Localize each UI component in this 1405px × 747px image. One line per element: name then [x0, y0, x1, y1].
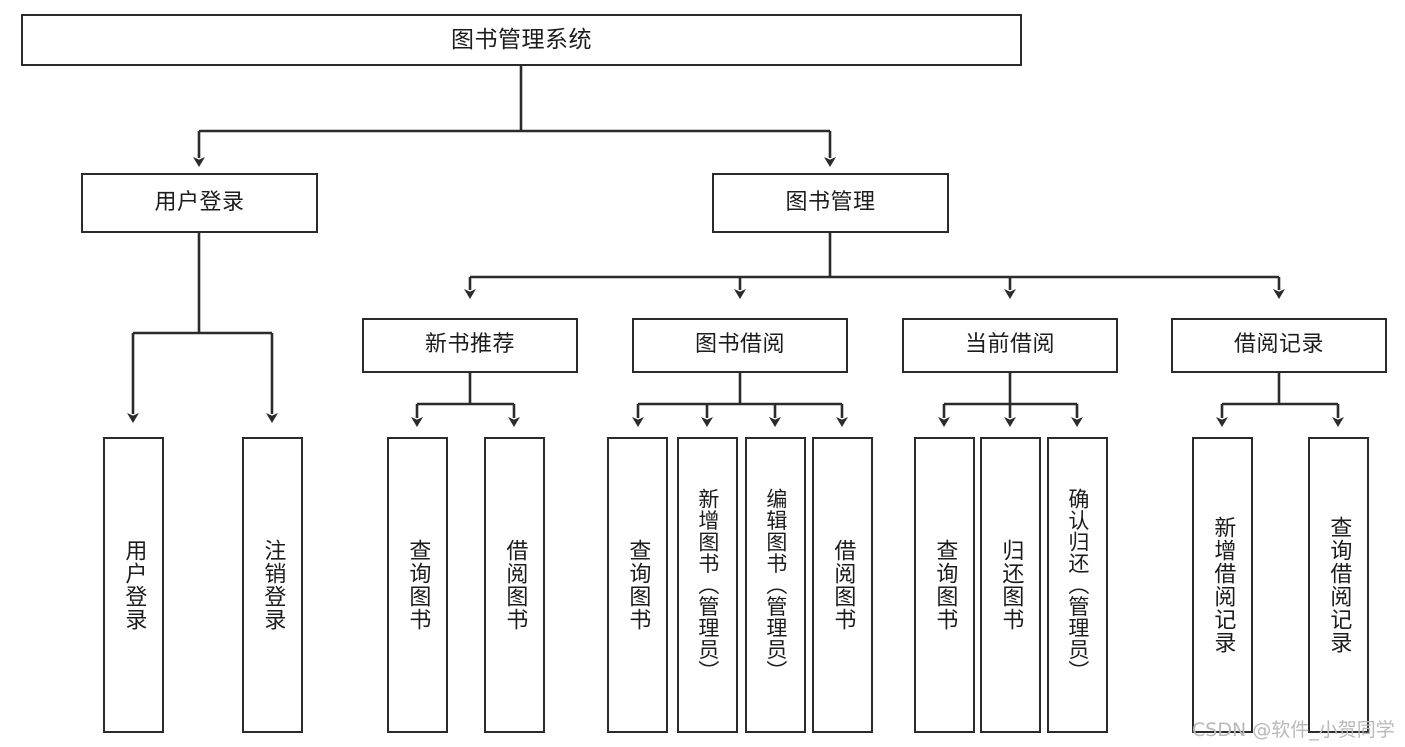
node-book-management-system[interactable]: 图书管理系统 — [21, 14, 1022, 66]
node-label: 用户登录 — [154, 189, 245, 215]
node-user-login[interactable]: 用户登录 — [81, 173, 318, 233]
node-label: 新增图书（管理员） — [695, 488, 720, 682]
node-label: 图书借阅 — [694, 332, 785, 358]
node-label: 借阅记录 — [1233, 332, 1324, 358]
node-label: 编辑图书（管理员） — [763, 488, 788, 682]
leaf-query-borrow-record[interactable]: 查询借阅记录 — [1308, 437, 1369, 733]
node-label: 确认归还（管理员） — [1065, 488, 1090, 682]
node-current-borrowing[interactable]: 当前借阅 — [902, 318, 1118, 373]
leaf-query-books-new[interactable]: 查询图书 — [387, 437, 448, 733]
node-label: 借阅图书 — [830, 539, 856, 631]
node-label: 当前借阅 — [964, 332, 1055, 358]
node-label: 新书推荐 — [424, 332, 515, 358]
leaf-return-books[interactable]: 归还图书 — [980, 437, 1041, 733]
node-label: 注销登录 — [260, 539, 286, 631]
node-label: 查询借阅记录 — [1326, 516, 1352, 654]
leaf-add-book-admin[interactable]: 新增图书（管理员） — [677, 437, 738, 733]
leaf-user-login[interactable]: 用户登录 — [103, 437, 164, 733]
csdn-watermark: CSDN @软件_小贺同学 — [1192, 719, 1395, 741]
leaf-confirm-return-admin[interactable]: 确认归还（管理员） — [1047, 437, 1108, 733]
node-new-book-recommendation[interactable]: 新书推荐 — [362, 318, 578, 373]
node-label: 查询图书 — [625, 539, 651, 631]
node-label: 借阅图书 — [502, 539, 528, 631]
node-label: 图书管理 — [785, 189, 876, 215]
node-book-borrowing[interactable]: 图书借阅 — [632, 318, 848, 373]
leaf-add-borrow-record[interactable]: 新增借阅记录 — [1192, 437, 1253, 733]
leaf-borrow-books[interactable]: 借阅图书 — [812, 437, 873, 733]
node-label: 用户登录 — [121, 539, 147, 631]
node-label: 查询图书 — [405, 539, 431, 631]
leaf-edit-book-admin[interactable]: 编辑图书（管理员） — [745, 437, 806, 733]
node-label: 新增借阅记录 — [1210, 516, 1236, 654]
leaf-logout[interactable]: 注销登录 — [242, 437, 303, 733]
node-borrowing-records[interactable]: 借阅记录 — [1171, 318, 1387, 373]
leaf-borrow-books-new[interactable]: 借阅图书 — [484, 437, 545, 733]
node-label: 图书管理系统 — [451, 26, 592, 53]
leaf-query-books-borrow[interactable]: 查询图书 — [607, 437, 668, 733]
node-label: 查询图书 — [932, 539, 958, 631]
leaf-query-books-current[interactable]: 查询图书 — [914, 437, 975, 733]
node-book-management[interactable]: 图书管理 — [712, 173, 949, 233]
node-label: 归还图书 — [998, 539, 1024, 631]
